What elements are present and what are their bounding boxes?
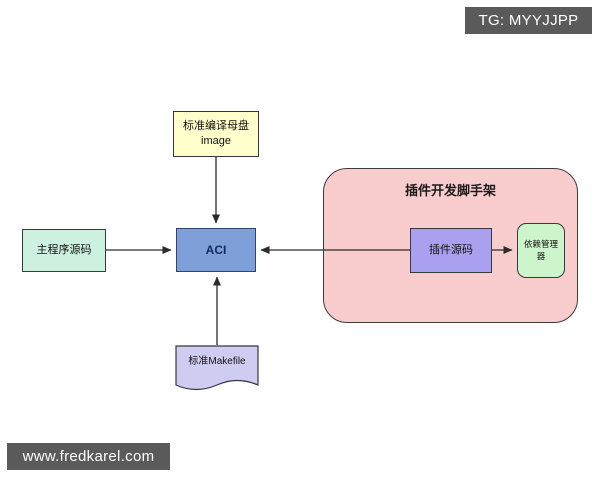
node-aci: ACI: [176, 228, 256, 272]
node-main-source: 主程序源码: [22, 229, 106, 272]
node-master-image-label-line1: 标准编译母盘: [183, 120, 249, 133]
node-master-image-label-line2: image: [201, 135, 231, 147]
node-master-image: 标准编译母盘 image: [173, 111, 259, 157]
telegram-watermark: TG: MYYJJPP: [465, 7, 592, 34]
website-watermark: www.fredkarel.com: [7, 443, 170, 470]
node-makefile-label: 标准Makefile: [188, 356, 246, 367]
node-makefile-shape: [175, 345, 259, 391]
scaffold-title: 插件开发脚手架: [404, 183, 496, 198]
node-plugin-source: 插件源码: [410, 228, 492, 273]
node-dependency-manager: 依赖管理器: [517, 223, 565, 278]
